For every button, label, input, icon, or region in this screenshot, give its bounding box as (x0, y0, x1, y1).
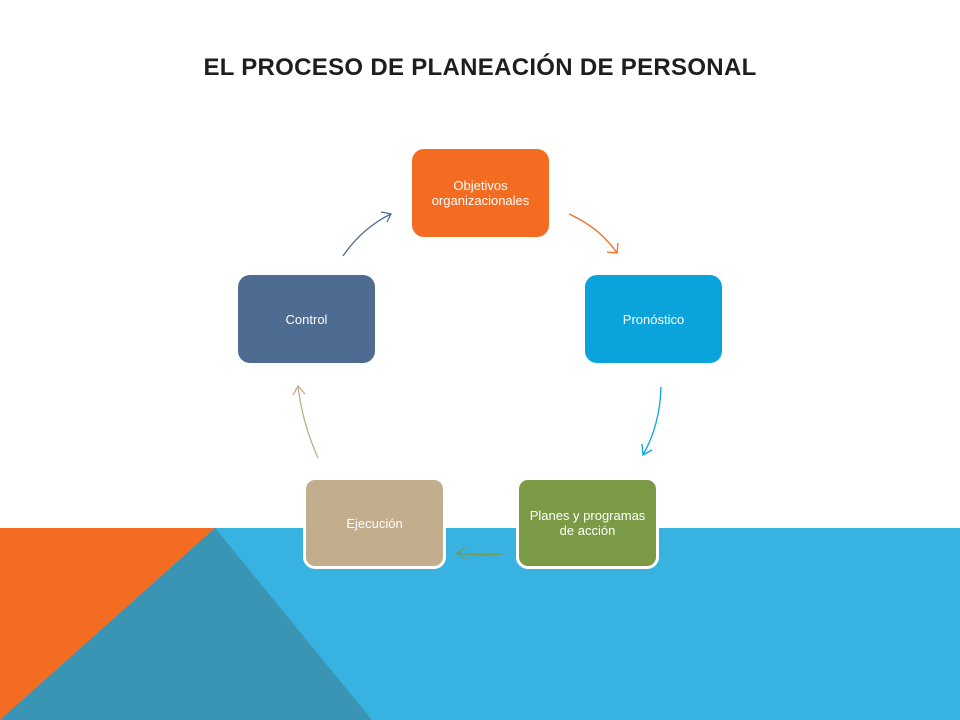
arrow-control-to-objetivos (342, 211, 392, 257)
node-pronostico: Pronóstico (585, 275, 722, 363)
node-ejecucion: Ejecución (303, 477, 446, 569)
arrow-planes-to-ejecucion (455, 547, 503, 560)
arrow-objetivos-to-pronostico (568, 213, 619, 254)
arrow-ejecucion-to-control (292, 384, 319, 459)
arrow-pronostico-to-planes (641, 386, 662, 457)
steel-triangle (0, 528, 372, 720)
node-label: Pronóstico (622, 311, 685, 327)
node-objetivos-organizacionales: Objetivos organizacionales (412, 149, 549, 237)
page-title: EL PROCESO DE PLANEACIÓN DE PERSONAL (203, 54, 757, 81)
node-label: Ejecución (346, 515, 403, 531)
node-label: Control (285, 311, 328, 327)
node-label: Objetivos organizacionales (431, 178, 530, 208)
node-control: Control (238, 275, 375, 363)
node-label: Planes y programas de acción (529, 508, 646, 538)
node-planes-programas-accion: Planes y programas de acción (516, 477, 659, 569)
